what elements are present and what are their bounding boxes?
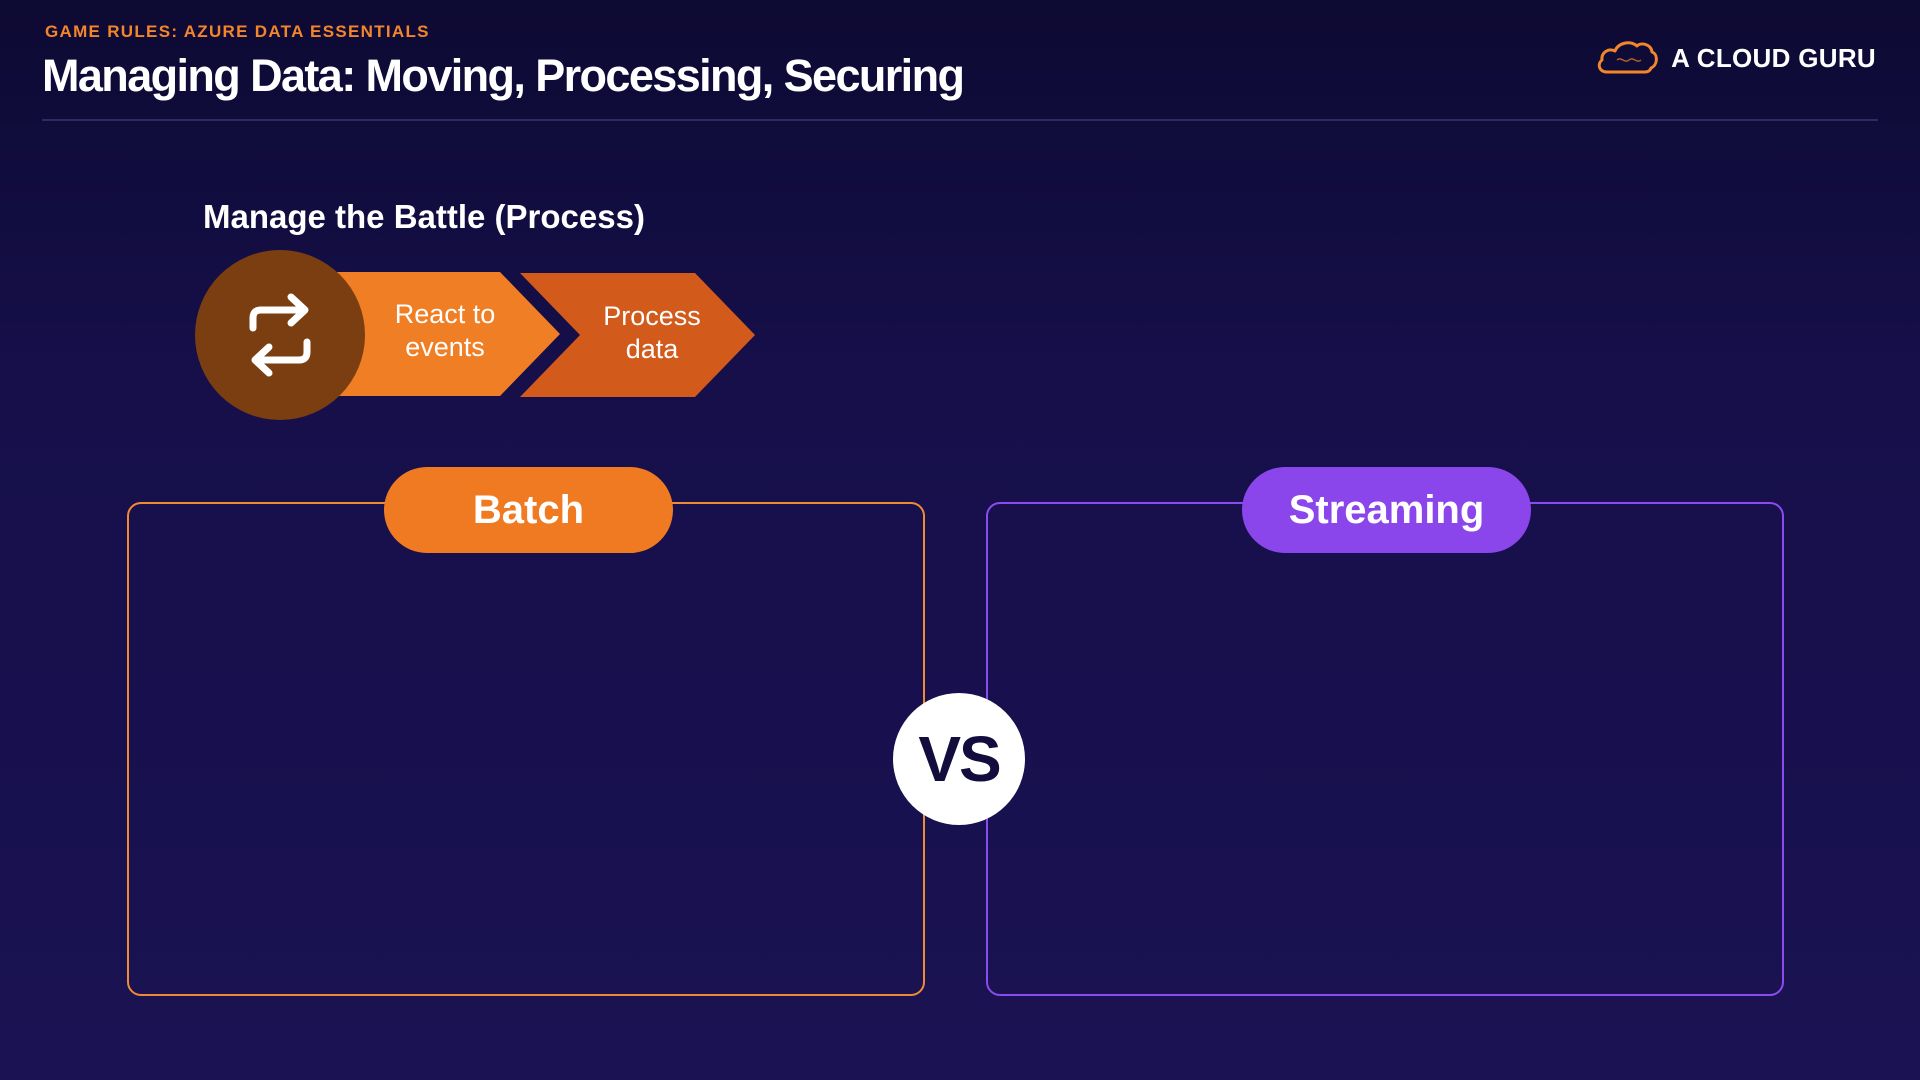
step1-line1: React to (394, 299, 496, 329)
section-heading: Manage the Battle (Process) (203, 198, 645, 235)
brand-name: A CLOUD GURU (1671, 42, 1876, 73)
icon-circle (195, 250, 365, 420)
streaming-panel (986, 502, 1784, 996)
step2-line2: data (625, 334, 679, 364)
vs-badge: VS (893, 693, 1025, 825)
streaming-label: Streaming (1242, 467, 1531, 553)
step2-line1: Process (603, 301, 701, 331)
cloud-logo-icon (1597, 41, 1659, 74)
refresh-arrows-icon (249, 293, 311, 377)
batch-label: Batch (384, 467, 673, 553)
batch-panel (127, 502, 925, 996)
step-react-to-events: React to events (370, 298, 520, 364)
step-process-data: Process data (577, 300, 727, 366)
step1-line2: events (405, 332, 485, 362)
brand-logo: A CLOUD GURU (1595, 38, 1876, 78)
process-chevrons (195, 250, 755, 420)
process-data-chevron (520, 273, 755, 397)
header-divider (42, 119, 1878, 121)
slide-title: Managing Data: Moving, Processing, Secur… (42, 50, 965, 101)
react-events-chevron (295, 272, 560, 396)
course-eyebrow: GAME RULES: AZURE DATA ESSENTIALS (45, 22, 430, 41)
